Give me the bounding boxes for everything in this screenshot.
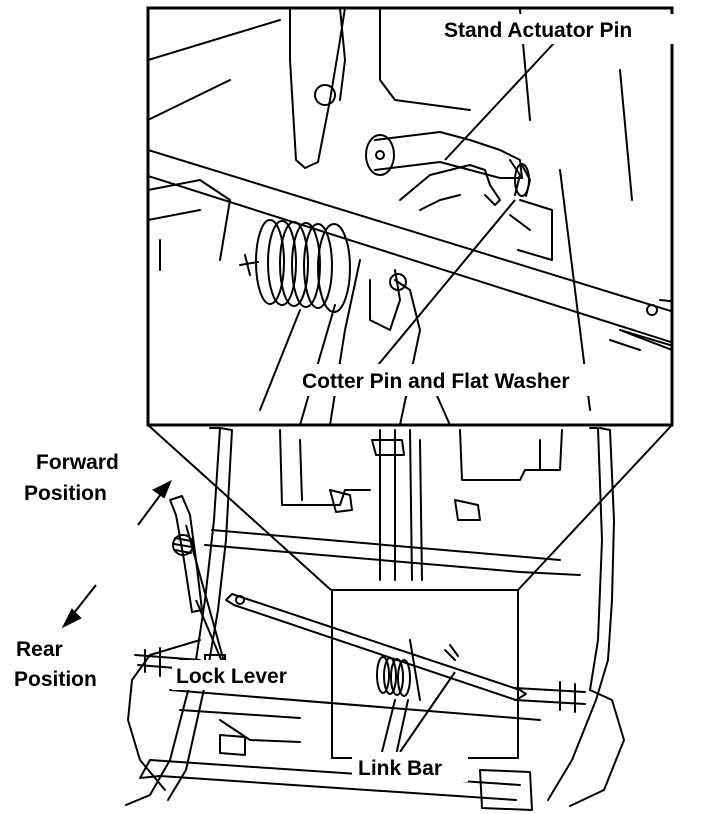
inset-clevis-bracket xyxy=(289,8,471,169)
center-frame-panel xyxy=(279,429,563,506)
lower-spring-pack xyxy=(376,656,411,697)
rear-arrow-head xyxy=(61,608,82,629)
detail-zoom-box xyxy=(331,589,519,759)
inset-right-lower-plate xyxy=(609,329,672,351)
inset-pin-hole xyxy=(375,150,385,160)
forward-arrow-head xyxy=(152,479,172,499)
right-pivot-assembly xyxy=(514,681,586,713)
main-assembly-drawing xyxy=(125,427,625,811)
zoom-callout-lines xyxy=(147,424,673,591)
stand-actuator-pin-leader xyxy=(444,41,556,161)
inset-link-bar-hole xyxy=(646,304,658,316)
link-bar-leader xyxy=(399,671,456,753)
inset-left-housing xyxy=(148,179,231,271)
callout-labels: Stand Actuator Pin Cotter Pin and Flat W… xyxy=(14,14,692,782)
inset-pin-collar xyxy=(365,134,395,176)
right-side-frame xyxy=(547,427,625,807)
inset-clevis-hole xyxy=(314,84,336,106)
cotter-pin-leader xyxy=(377,199,516,366)
link-bar-end-hole xyxy=(235,595,245,605)
lock-lever-spring-coils xyxy=(173,537,193,554)
floor-plate xyxy=(169,689,541,743)
link-bar xyxy=(225,593,527,701)
rear-position-label-line1: Rear xyxy=(16,638,63,661)
inset-flat-washer xyxy=(514,163,530,197)
stand-actuator-pin-label: Stand Actuator Pin xyxy=(444,19,632,42)
inset-link-bar xyxy=(148,149,672,344)
upper-cross-member xyxy=(204,529,581,576)
link-bar-label: Link Bar xyxy=(358,757,442,780)
inset-spring-pack xyxy=(255,219,351,313)
center-column xyxy=(371,429,423,581)
lower-right-box xyxy=(479,769,533,811)
lock-lever-label: Lock Lever xyxy=(176,665,287,688)
cotter-pin-flat-washer-label: Cotter Pin and Flat Washer xyxy=(302,370,570,393)
lower-lever-arm xyxy=(379,639,421,761)
inset-background-lines xyxy=(148,9,633,425)
lock-lever-spring xyxy=(172,534,194,556)
inset-hook-plate xyxy=(399,164,501,211)
lock-lever xyxy=(169,495,203,613)
inset-lever-pivot xyxy=(389,273,407,291)
forward-position-label-line2: Position xyxy=(24,482,107,505)
left-pivot-assembly xyxy=(134,647,237,677)
inset-spring-bolt xyxy=(239,254,259,276)
inset-actuator-pin xyxy=(374,131,523,179)
inset-bracket-plate xyxy=(517,199,553,261)
lock-lever-leader xyxy=(185,524,229,677)
left-side-frame xyxy=(125,427,233,806)
lower-cotter-pin xyxy=(444,644,459,661)
magnified-inset xyxy=(146,6,674,427)
center-bracket xyxy=(329,489,481,521)
direction-arrows xyxy=(61,479,172,629)
lower-left-box xyxy=(219,734,246,756)
forward-position-label-line1: Forward xyxy=(36,451,119,474)
inset-link-bar-end xyxy=(619,299,672,347)
rear-position-label-line2: Position xyxy=(14,668,97,691)
leader-lines xyxy=(185,41,556,753)
